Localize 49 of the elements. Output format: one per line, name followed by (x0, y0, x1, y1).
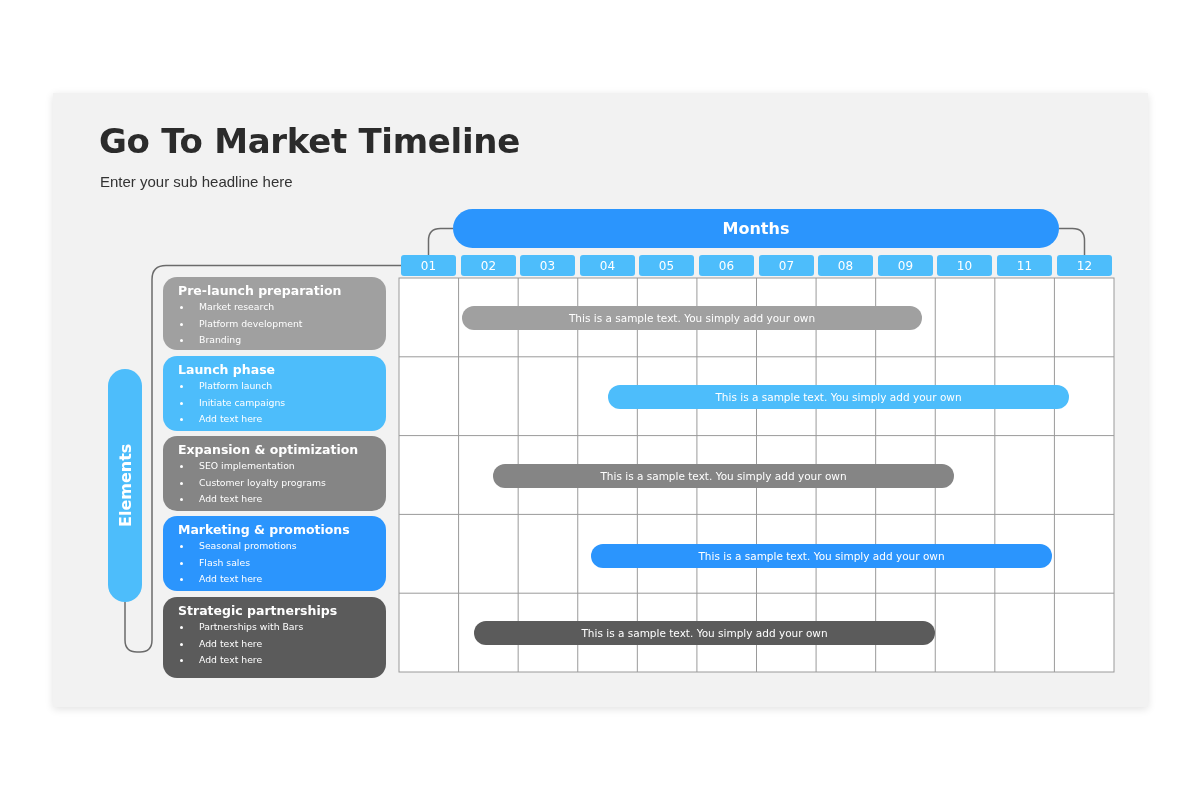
bullet-text: Platform launch (199, 379, 273, 392)
month-tab: 04 (580, 255, 635, 276)
bullet-text: Add text here (199, 636, 263, 650)
month-tab: 06 (699, 255, 754, 276)
bullet-text: Add text here (199, 412, 263, 425)
month-tab: 01 (401, 255, 456, 276)
month-tab: 08 (818, 255, 873, 276)
connector-line (124, 264, 402, 653)
elements-side-bar: Elements (108, 369, 142, 602)
bullet-text: Flash sales (199, 555, 250, 569)
month-tab: 07 (759, 255, 814, 276)
timeline-bar: This is a sample text. You simply add your own (462, 306, 922, 330)
bullet-text: Partnerships with Bars (199, 620, 304, 633)
month-tab: 03 (520, 255, 575, 276)
connector-line (1058, 227, 1086, 256)
card-heading: Strategic partnerships (178, 602, 338, 619)
card-heading: Pre-launch preparation (178, 282, 342, 299)
timeline-bar: This is a sample text. You simply add your own (608, 385, 1069, 409)
bullet-text: Add text here (199, 653, 263, 666)
bullet-text: Branding (199, 333, 242, 346)
month-tab: 09 (878, 255, 933, 276)
month-tab: 05 (639, 255, 694, 276)
connector-line (427, 227, 454, 256)
card-heading: Marketing & promotions (178, 521, 350, 538)
bullet-text: SEO implementation (199, 459, 295, 472)
timeline-bar: This is a sample text. You simply add your own (591, 544, 1052, 568)
card-heading: Launch phase (178, 361, 276, 378)
title: Go To Market Timeline (99, 120, 520, 162)
category-card (163, 516, 386, 591)
bullet-text: Initiate campaigns (199, 395, 286, 409)
category-card (163, 436, 386, 511)
month-tab: 02 (461, 255, 516, 276)
category-card (163, 277, 386, 350)
timeline-bar: This is a sample text. You simply add your own (493, 464, 954, 488)
bullet-text: Add text here (199, 572, 263, 585)
month-tab: 10 (937, 255, 992, 276)
bullet-text: Platform development (199, 316, 303, 330)
bullet-text: Customer loyalty programs (199, 475, 326, 489)
months-header-bar: Months (453, 209, 1059, 248)
month-tab: 12 (1057, 255, 1112, 276)
category-card (163, 356, 386, 431)
card-heading: Expansion & optimization (178, 441, 359, 458)
subtitle: Enter your sub headline here (100, 172, 293, 192)
month-tab: 11 (997, 255, 1052, 276)
bullet-text: Seasonal promotions (199, 539, 297, 552)
bullet-text: Add text here (199, 492, 263, 505)
bullet-text: Market research (199, 300, 275, 313)
timeline-bar: This is a sample text. You simply add your own (474, 621, 935, 645)
category-card (163, 597, 386, 678)
